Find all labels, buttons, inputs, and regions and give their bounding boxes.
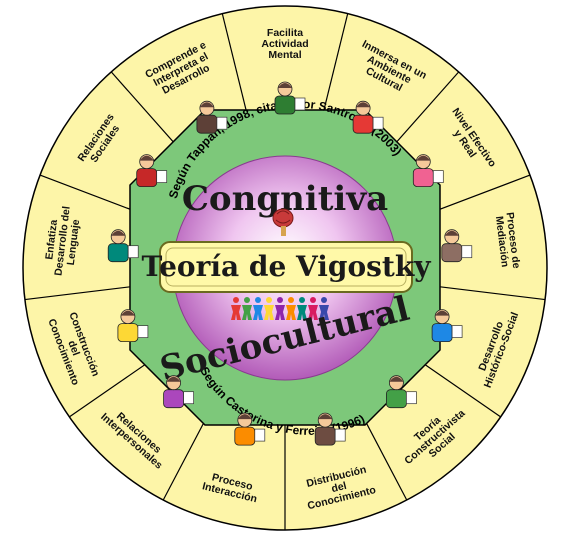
paper-person [253,297,263,320]
teacher-at-chalkboard-icon [274,81,306,115]
paper-person [297,297,307,320]
paper-person [308,297,318,320]
people-talking-icon [163,375,194,409]
two-faces-talking-icon [234,412,266,446]
paper-people-chain-icon [231,297,329,320]
children-group-icon [352,100,384,134]
paper-person [264,297,274,320]
reader-with-paper-icon [431,309,463,343]
title-box [159,241,413,293]
baby-reading-icon [107,229,139,263]
segment-label: EnfatizaDesarrollo delLenguaje [42,204,84,278]
segment-enfatiza-desarrollo-del-lenguaje: EnfatizaDesarrollo delLenguaje [42,204,139,278]
teacher-with-board-icon [441,229,473,263]
paper-person [275,297,285,320]
thinking-person-icon [196,100,228,134]
juggler-icon [314,412,346,446]
building-figure-icon [117,309,149,343]
brain-icon [272,208,294,236]
paper-person [286,297,296,320]
family-group-icon [136,154,168,188]
paper-person [319,297,329,320]
stack-of-books-icon [385,375,417,409]
paper-person [231,297,241,320]
paper-person [242,297,252,320]
stretching-figure-icon [412,154,444,188]
diagram-title: Teoría de Vigostky [141,250,431,283]
